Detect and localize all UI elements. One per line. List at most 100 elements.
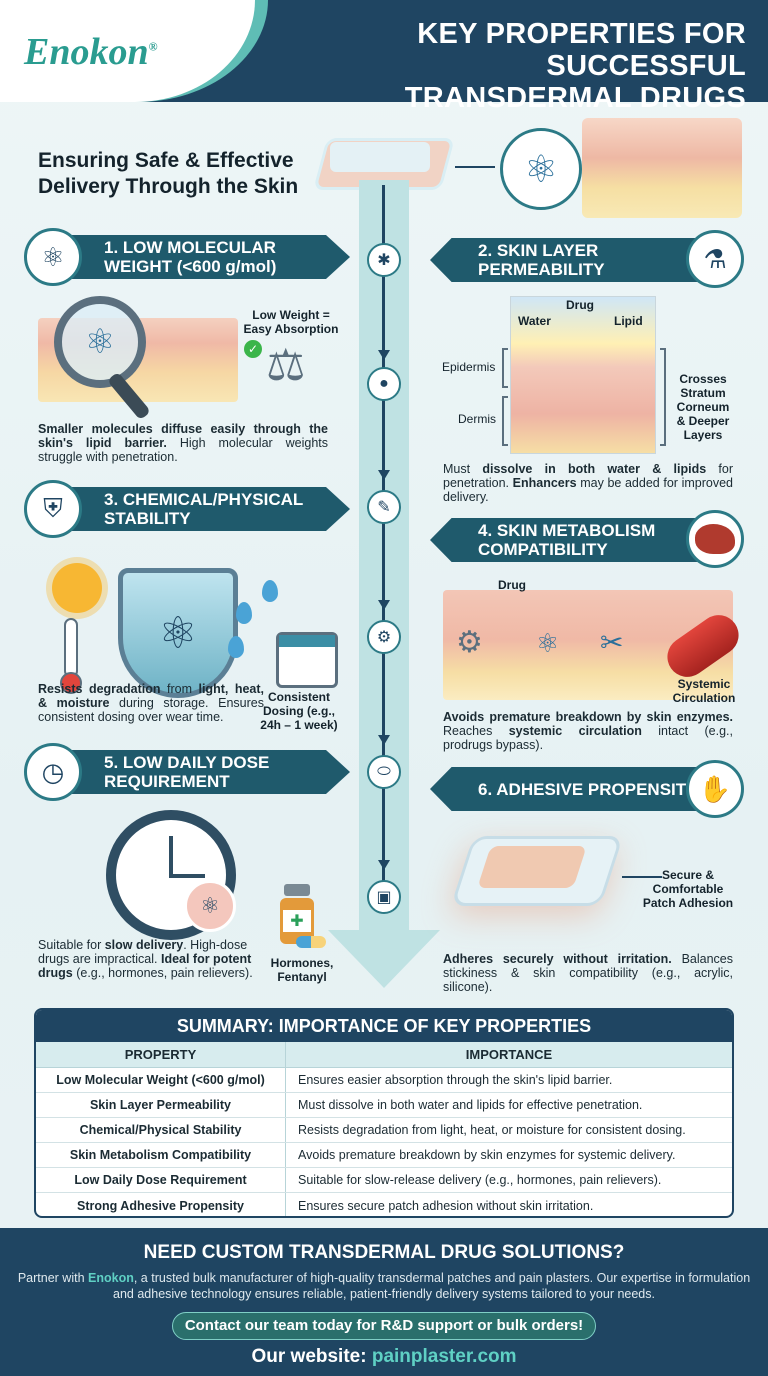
crosses-layers-label: Crosses Stratum Corneum & Deeper Layers <box>676 372 730 442</box>
flow-arrowhead <box>328 930 440 988</box>
patch-film <box>330 142 430 172</box>
systemic-circulation-label: Systemic Circulation <box>672 677 736 705</box>
brand-logo: Enokon® <box>24 31 158 73</box>
clock-minute-hand <box>171 874 205 878</box>
thermometer-bulb <box>60 672 82 694</box>
hand-patch-icon: ✋ <box>686 760 744 818</box>
website-line: Our website: painplaster.com <box>251 1346 517 1367</box>
property-cell: Low Daily Dose Requirement <box>36 1168 286 1192</box>
table-row: Low Molecular Weight (<600 g/mol) Ensure… <box>36 1068 732 1093</box>
property-column-header: PROPERTY <box>36 1042 286 1067</box>
enzyme-node-icon: ⚙ <box>367 620 401 654</box>
patch-pad <box>477 846 587 888</box>
section-6-text: Adheres securely without irritation. Bal… <box>443 952 733 994</box>
layers-brace <box>660 348 666 446</box>
molecule-icon: ⚛ <box>536 628 560 658</box>
capsule-node-icon: ⬭ <box>367 755 401 789</box>
sun-icon <box>52 563 102 613</box>
importance-cell: Avoids premature breakdown by skin enzym… <box>298 1148 676 1162</box>
importance-cell: Suitable for slow-release delivery (e.g.… <box>298 1173 662 1187</box>
shield-thermometer-icon: ⛨ <box>24 480 82 538</box>
table-row: Skin Metabolism Compatibility Avoids pre… <box>36 1143 732 1168</box>
hormones-callout: Hormones, Fentanyl <box>270 956 334 984</box>
property-cell: Skin Layer Permeability <box>36 1093 286 1117</box>
intro-heading: Ensuring Safe & Effective Delivery Throu… <box>38 149 299 198</box>
drug-label: Drug <box>498 578 526 592</box>
scissors-icon: ✂ <box>600 627 624 658</box>
low-weight-callout: Low Weight =Easy Absorption <box>243 308 339 336</box>
section-5-text: Suitable for slow delivery. High-dose dr… <box>38 938 253 980</box>
importance-cell: Ensures secure patch adhesion without sk… <box>298 1198 594 1213</box>
enzyme-gear-icon: ⚙ <box>456 626 483 659</box>
callout-line <box>622 876 662 878</box>
property-cell: Low Molecular Weight (<600 g/mol) <box>36 1068 286 1092</box>
table-row: Strong Adhesive Propensity Ensures secur… <box>36 1193 732 1216</box>
water-drop-icon <box>236 602 252 624</box>
arrow-down-icon <box>378 470 390 480</box>
property-cell: Strong Adhesive Propensity <box>36 1193 286 1216</box>
table-row: Skin Layer Permeability Must dissolve in… <box>36 1093 732 1118</box>
property-cell: Skin Metabolism Compatibility <box>36 1143 286 1167</box>
footer: NEED CUSTOM TRANSDERMAL DRUG SOLUTIONS? … <box>0 1228 768 1376</box>
arrow-down-icon <box>378 350 390 360</box>
thermometer-icon <box>64 618 78 678</box>
arrow-right <box>455 166 495 168</box>
molecule-node-icon: ✱ <box>367 243 401 277</box>
checkmark-icon: ✓ <box>244 340 262 358</box>
pill-bottle-cap <box>284 884 310 896</box>
table-row: Low Daily Dose Requirement Suitable for … <box>36 1168 732 1193</box>
dermis-label: Dermis <box>458 412 496 426</box>
property-cell: Chemical/Physical Stability <box>36 1118 286 1142</box>
section-4-text: Avoids premature breakdown by skin enzym… <box>443 710 733 752</box>
footer-title: NEED CUSTOM TRANSDERMAL DRUG SOLUTIONS? <box>143 1242 625 1263</box>
consistent-dosing-callout: Consistent Dosing (e.g., 24h – 1 week) <box>260 690 338 732</box>
molecules-node-icon: ● <box>367 367 401 401</box>
water-label: Water <box>518 314 551 328</box>
molecule-icon: ⚛ <box>24 228 82 286</box>
arrow-down-icon <box>378 735 390 745</box>
liver-icon <box>686 510 744 568</box>
summary-header-row: PROPERTY IMPORTANCE <box>36 1042 732 1068</box>
summary-title: SUMMARY: IMPORTANCE OF KEY PROPERTIES <box>36 1010 732 1042</box>
page-title: KEY PROPERTIES FOR SUCCESSFUL TRANSDERMA… <box>404 18 746 114</box>
table-row: Chemical/Physical Stability Resists degr… <box>36 1118 732 1143</box>
footer-text: Partner with Enokon, a trusted bulk manu… <box>17 1271 751 1301</box>
scale-icon: ⚖ <box>266 341 306 390</box>
section-6-header: 6. ADHESIVE PROPENSITY <box>430 767 700 811</box>
arrow-down-icon <box>378 860 390 870</box>
contact-cta-button[interactable]: Contact our team today for R&D support o… <box>172 1312 596 1340</box>
lipid-label: Lipid <box>614 314 643 328</box>
medical-cross-icon: ✚ <box>283 910 311 932</box>
epidermis-brace <box>502 348 508 388</box>
clock-hour-hand <box>169 836 173 878</box>
stability-node-icon: ✎ <box>367 490 401 524</box>
patch-node-icon: ▣ <box>367 880 401 914</box>
epidermis-label: Epidermis <box>442 360 496 374</box>
importance-cell: Must dissolve in both water and lipids f… <box>298 1098 643 1112</box>
water-drop-icon <box>228 636 244 658</box>
patch-adhesion-callout: Secure & Comfortable Patch Adhesion <box>642 868 734 910</box>
importance-cell: Ensures easier absorption through the sk… <box>298 1073 613 1087</box>
arrow-down-icon <box>378 600 390 610</box>
molecule-icon: ⚛ <box>500 128 582 210</box>
flow-line <box>382 185 385 885</box>
summary-table: SUMMARY: IMPORTANCE OF KEY PROPERTIES PR… <box>34 1008 734 1218</box>
dermis-brace <box>502 396 508 446</box>
shield-icon: ⚛ <box>118 568 238 698</box>
importance-column-header: IMPORTANCE <box>465 1047 553 1062</box>
flask-icon: ⚗ <box>686 230 744 288</box>
website-link[interactable]: painplaster.com <box>371 1346 517 1367</box>
skin-permeability-illustration <box>510 296 656 454</box>
clock-capsule-icon: ◷ <box>24 743 82 801</box>
section-2-text: Must dissolve in both water & lipids for… <box>443 462 734 504</box>
water-drop-icon <box>262 580 278 602</box>
magnifier-icon: ⚛ <box>54 296 146 388</box>
section-1-text: Smaller molecules diffuse easily through… <box>38 422 328 464</box>
drug-label: Drug <box>566 298 594 312</box>
calendar-icon <box>276 632 338 688</box>
